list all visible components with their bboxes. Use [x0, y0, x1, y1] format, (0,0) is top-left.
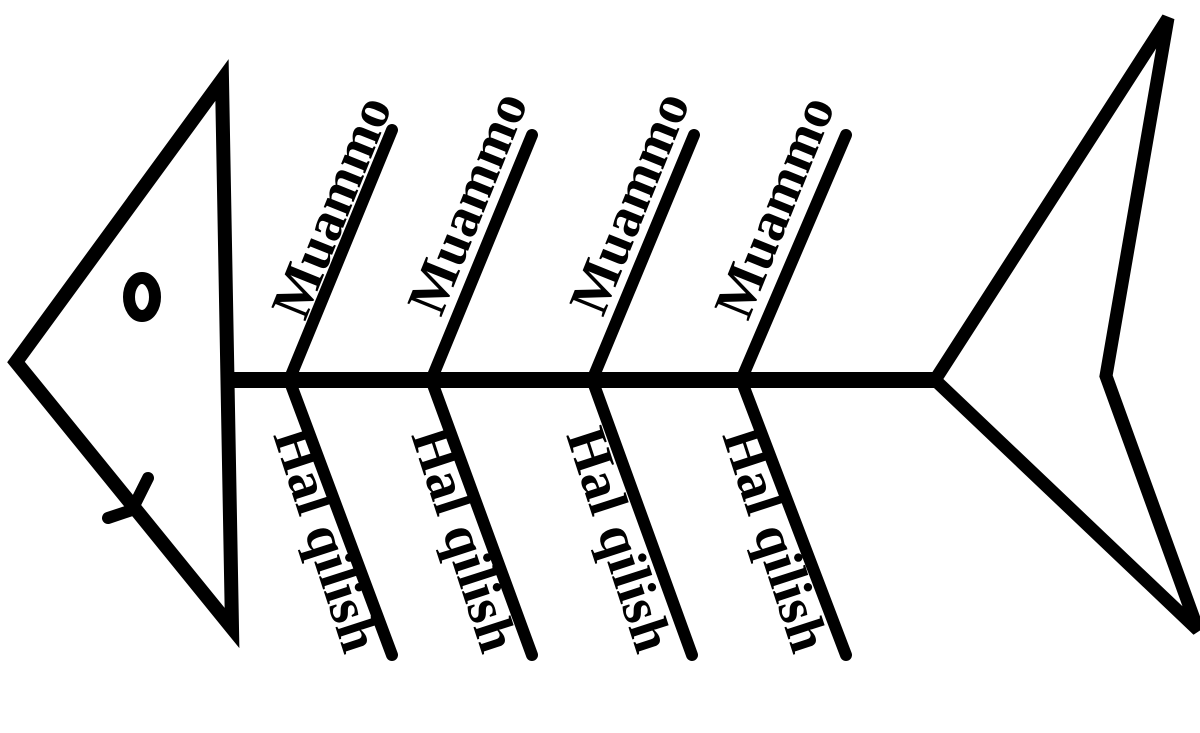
solution-label: Hal qilish: [261, 420, 392, 660]
fish-tail: [935, 18, 1198, 630]
bone-group: Muammo Hal qilish: [554, 83, 703, 659]
solution-label: Hal qilish: [399, 420, 530, 660]
fish-head: [16, 80, 232, 628]
solution-label: Hal qilish: [710, 420, 841, 660]
fish-eye: [129, 278, 155, 316]
bone-group: Muammo Hal qilish: [396, 83, 541, 659]
solution-label: Hal qilish: [554, 420, 685, 660]
